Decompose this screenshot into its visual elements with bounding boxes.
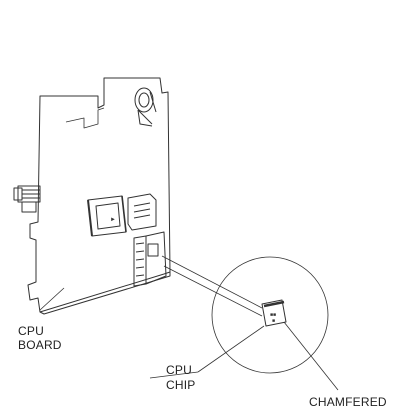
board-notch (65, 107, 105, 129)
cpu-board-edge (39, 272, 171, 315)
cpu-module: ► (87, 195, 127, 237)
svg-text:■■: ■■ (270, 312, 276, 318)
left-connector (13, 185, 41, 213)
chamfered-label: CHAMFERED (309, 395, 387, 409)
cpu-board-outline (27, 77, 171, 313)
cpu-board-label-line2: BOARD (18, 338, 62, 352)
cpu-chip-label-line2: CHIP (166, 378, 196, 392)
top-connector (134, 87, 157, 127)
chip-label-leader (149, 371, 199, 379)
cpu-chip-label-line1: CPU (166, 363, 192, 377)
magnifier-circle (211, 256, 329, 374)
board-label-leader (39, 287, 65, 311)
zoom-leader-upper (161, 255, 263, 309)
svg-text:►: ► (110, 217, 116, 223)
right-connector (127, 193, 157, 231)
pin-header (133, 231, 167, 287)
chamfer-label-leader (283, 321, 339, 391)
svg-text:■: ■ (272, 318, 275, 324)
chip-label-leader-diag (197, 325, 265, 373)
zoom-leader-lower (163, 265, 263, 317)
board-chip (147, 243, 159, 257)
cpu-board-label-line1: CPU (18, 324, 44, 338)
cpu-chip-zoomed: ■■ ■ (261, 299, 287, 327)
